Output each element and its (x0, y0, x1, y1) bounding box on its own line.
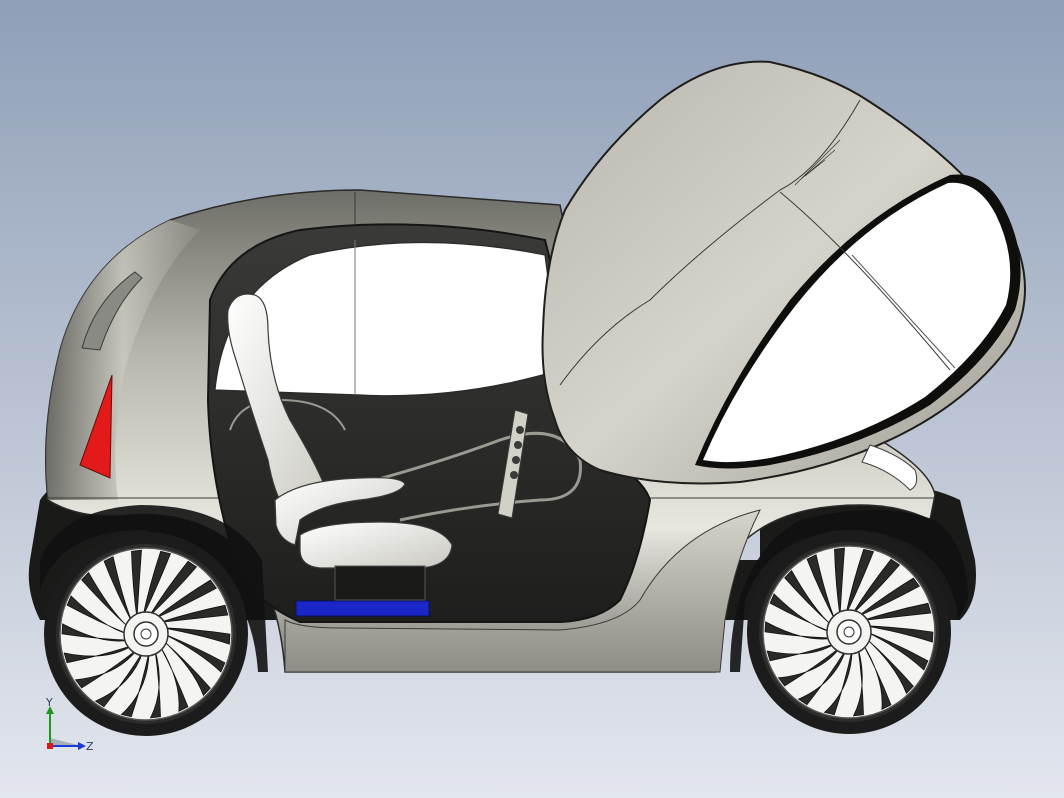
wheel-spoke (865, 637, 914, 695)
canopy-window-seam (851, 254, 956, 369)
wheel-spoke (162, 627, 231, 645)
wheel-spoke (845, 548, 875, 615)
wheel-spoke (63, 645, 133, 664)
wheel-spoke (766, 643, 836, 662)
wheel-spoke (806, 554, 836, 621)
grip-hole (514, 441, 522, 449)
front-mirror-fin (861, 444, 918, 491)
y-axis-label: Y (45, 698, 53, 709)
wheel-spoke (154, 579, 217, 619)
gullwing-canopy (541, 60, 1026, 485)
wheel-spoke (120, 651, 150, 718)
wheel-spoke (862, 602, 932, 621)
door-grip-panel (497, 409, 529, 519)
wheel-spoke (857, 577, 920, 617)
wheel-spoke (865, 625, 934, 643)
floor-strip (295, 600, 430, 617)
rear-window (81, 271, 143, 351)
wheel-spoke (66, 595, 129, 635)
wheel-spoke (103, 556, 133, 623)
canopy-crease-2 (779, 191, 951, 371)
z-axis-label: Z (86, 740, 94, 753)
axis-triad: Y Z (45, 698, 94, 753)
z-axis-arrow-icon (78, 742, 86, 750)
seat-backrest (227, 293, 331, 516)
seat-cushion (274, 477, 406, 546)
tail-light (79, 374, 113, 479)
y-axis-arrow-icon (46, 706, 54, 714)
wheel-spoke (81, 571, 130, 629)
front-wheel (747, 530, 951, 734)
wheel-spoke (866, 631, 929, 671)
grip-hole (510, 471, 518, 479)
triad-plane (50, 738, 82, 746)
wheel-spoke (851, 558, 901, 615)
wheel-spoke (769, 593, 832, 633)
seat-rail (334, 565, 426, 601)
canopy-hatch-lines (794, 139, 841, 186)
wheel-spoke (163, 633, 226, 673)
canopy-window-glass (703, 182, 1011, 463)
wheel-spoke (764, 621, 833, 640)
rear-wheel-well (40, 505, 268, 672)
wheel-spoke (852, 647, 864, 717)
wheel-center-bolt (140, 628, 152, 640)
wheel-spoke (159, 604, 229, 623)
grip-hole (512, 456, 520, 464)
wheel-spoke (823, 649, 853, 716)
canopy-crease (559, 99, 861, 386)
wheel-center-bolt (843, 626, 855, 638)
grip-hole (516, 426, 524, 434)
seat-base (299, 521, 453, 569)
wheel-spoke (797, 649, 847, 706)
side-skirt (284, 509, 761, 673)
wheel-spoke (834, 547, 845, 617)
rear-panel (45, 220, 200, 500)
wheel-spoke (74, 649, 138, 689)
wheel-spoke (94, 651, 144, 708)
cabin-glass-interior (214, 241, 561, 397)
wheel-spoke (61, 623, 130, 642)
wheel-spoke (162, 639, 211, 697)
wheel-spoke (784, 569, 833, 627)
wheel-spoke (777, 647, 841, 687)
wheel-spoke (131, 549, 142, 619)
x-axis-dot (47, 743, 53, 749)
rear-wheel (44, 532, 248, 736)
wheel-spoke (142, 550, 172, 617)
wheel-spoke (862, 643, 892, 710)
wheel-spoke (159, 645, 189, 712)
wheel-spoke (148, 560, 198, 617)
wheel-spoke (149, 649, 161, 719)
